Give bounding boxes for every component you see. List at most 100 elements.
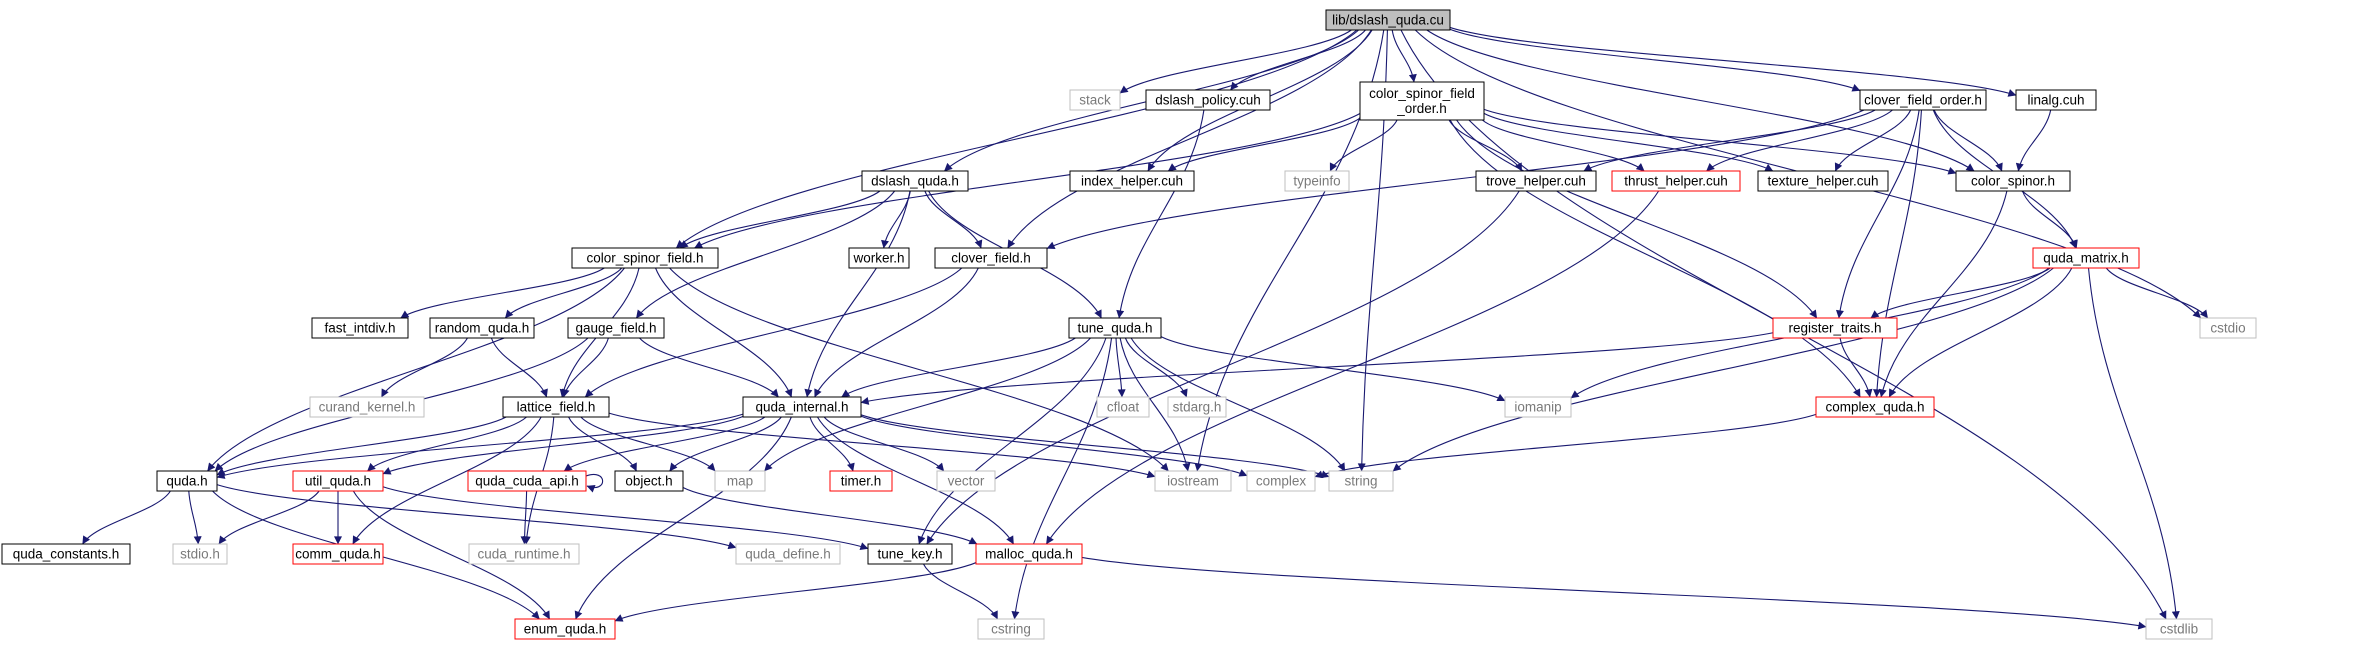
node-clover-field-order[interactable]: clover_field_order.h	[1859, 89, 1987, 111]
node-cfloat[interactable]: cfloat	[1096, 396, 1150, 418]
node-linalg[interactable]: linalg.cuh	[2015, 89, 2097, 111]
node-box	[934, 247, 1048, 269]
node-label: complex_quda.h	[1825, 400, 1924, 415]
node-label: util_quda.h	[305, 474, 371, 489]
node-quda-internal[interactable]: quda_internal.h	[742, 396, 862, 418]
node-worker[interactable]: worker.h	[848, 247, 910, 269]
node-quda-matrix[interactable]: quda_matrix.h	[2032, 247, 2140, 269]
node-stdarg[interactable]: stdarg.h	[1167, 396, 1227, 418]
node-quda-define[interactable]: quda_define.h	[735, 543, 841, 565]
node-quda-constants[interactable]: quda_constants.h	[1, 543, 131, 565]
node-malloc-quda[interactable]: malloc_quda.h	[975, 543, 1083, 565]
node-register-traits[interactable]: register_traits.h	[1772, 317, 1898, 339]
node-typeinfo[interactable]: typeinfo	[1284, 170, 1350, 192]
node-stack[interactable]: stack	[1069, 89, 1121, 111]
edge-tune_quda-to-cstring	[1011, 337, 1113, 620]
node-box	[1068, 317, 1162, 339]
node-box	[502, 396, 610, 418]
edge-quda_h-to-stdio	[188, 490, 202, 545]
node-enum-quda[interactable]: enum_quda.h	[514, 618, 616, 640]
node-box	[1069, 170, 1195, 192]
edge-quda_matrix-to-cstdlib	[2087, 267, 2180, 620]
node-quda-h[interactable]: quda.h	[156, 470, 218, 492]
node-gauge-field[interactable]: gauge_field.h	[567, 317, 665, 339]
node-thrust-helper[interactable]: thrust_helper.cuh	[1611, 170, 1741, 192]
node-cuda-runtime[interactable]: cuda_runtime.h	[468, 543, 580, 565]
node-box	[742, 396, 862, 418]
edge-quda_matrix-to-register_traits	[1870, 267, 2051, 319]
edge-quda_h-to-quda_define	[216, 484, 737, 550]
node-label: color_spinor_field	[1369, 86, 1475, 101]
edge-quda_internal-to-string	[860, 414, 1330, 479]
node-tune-key[interactable]: tune_key.h	[867, 543, 953, 565]
edge-quda_internal-to-timer	[809, 416, 855, 472]
node-fast-intdiv[interactable]: fast_intdiv.h	[311, 317, 409, 339]
node-box	[614, 470, 684, 492]
node-box	[1772, 317, 1898, 339]
node-vector[interactable]: vector	[936, 470, 996, 492]
node-box	[1475, 170, 1597, 192]
node-random-quda[interactable]: random_quda.h	[429, 317, 535, 339]
node-string[interactable]: string	[1328, 470, 1394, 492]
node-stdio[interactable]: stdio.h	[172, 543, 228, 565]
edge-clover_field_order-to-trove_helper	[1583, 109, 1876, 172]
node-cstdio[interactable]: cstdio	[2199, 317, 2257, 339]
node-complex-quda[interactable]: complex_quda.h	[1815, 396, 1935, 418]
node-box	[1359, 81, 1485, 121]
node-csfo[interactable]: color_spinor_field_order.h	[1359, 81, 1485, 121]
node-cstdlib[interactable]: cstdlib	[2145, 618, 2213, 640]
node-box	[975, 543, 1083, 565]
node-label: iostream	[1167, 474, 1219, 489]
node-index-helper[interactable]: index_helper.cuh	[1069, 170, 1195, 192]
node-label: quda_constants.h	[13, 547, 120, 562]
node-util-quda[interactable]: util_quda.h	[292, 470, 384, 492]
edge-dslash_quda_cu-to-clover_field_order	[1449, 28, 1861, 92]
node-box	[567, 317, 665, 339]
edge-dslash_quda_h-to-quda_internal	[804, 190, 911, 398]
edge-dslash_quda_cu-to-clover_field	[1007, 29, 1372, 249]
edge-quda_matrix-to-complex_quda	[1888, 267, 2073, 398]
node-label: dslash_quda.h	[871, 174, 959, 189]
node-label: fast_intdiv.h	[324, 321, 395, 336]
node-label: index_helper.cuh	[1081, 174, 1183, 189]
node-object[interactable]: object.h	[614, 470, 684, 492]
node-box	[2032, 247, 2140, 269]
edge-quda_cuda_api-to-cuda_runtime	[520, 490, 529, 545]
node-lattice-field[interactable]: lattice_field.h	[502, 396, 610, 418]
node-label: quda_define.h	[745, 547, 831, 562]
node-dslash-quda-h[interactable]: dslash_quda.h	[861, 170, 969, 192]
node-tune-quda[interactable]: tune_quda.h	[1068, 317, 1162, 339]
node-comm-quda[interactable]: comm_quda.h	[292, 543, 384, 565]
node-dslash-policy[interactable]: dslash_policy.cuh	[1145, 89, 1271, 111]
node-box	[571, 247, 719, 269]
node-map[interactable]: map	[714, 470, 766, 492]
edge-color_spinor_field-to-iostream	[669, 267, 1169, 472]
node-box	[514, 618, 616, 640]
node-box	[735, 543, 841, 565]
node-timer[interactable]: timer.h	[829, 470, 893, 492]
node-color-spinor-field[interactable]: color_spinor_field.h	[571, 247, 719, 269]
node-curand-kernel[interactable]: curand_kernel.h	[309, 396, 425, 418]
node-box	[2145, 618, 2213, 640]
node-label: lattice_field.h	[517, 400, 596, 415]
node-iomanip[interactable]: iomanip	[1504, 396, 1572, 418]
node-box	[1167, 396, 1227, 418]
edge-tune_quda-to-map	[764, 337, 1091, 472]
node-color-spinor[interactable]: color_spinor.h	[1955, 170, 2071, 192]
node-label: random_quda.h	[435, 321, 530, 336]
edge-dslash_quda_cu-to-stack	[1119, 29, 1352, 94]
node-label: quda_matrix.h	[2043, 251, 2129, 266]
node-texture-helper[interactable]: texture_helper.cuh	[1757, 170, 1889, 192]
node-complex[interactable]: complex	[1246, 470, 1316, 492]
node-quda-cuda-api[interactable]: quda_cuda_api.h	[467, 470, 587, 492]
node-label: cstdlib	[2160, 622, 2198, 637]
node-box	[1611, 170, 1741, 192]
node-dslash-quda-cu[interactable]: lib/dslash_quda.cu	[1325, 9, 1451, 31]
edge-gauge_field-to-quda_internal	[639, 337, 779, 398]
node-clover-field[interactable]: clover_field.h	[934, 247, 1048, 269]
node-box	[1504, 396, 1572, 418]
node-box	[1284, 170, 1350, 192]
node-cstring[interactable]: cstring	[977, 618, 1045, 640]
node-trove-helper[interactable]: trove_helper.cuh	[1475, 170, 1597, 192]
node-iostream[interactable]: iostream	[1154, 470, 1232, 492]
